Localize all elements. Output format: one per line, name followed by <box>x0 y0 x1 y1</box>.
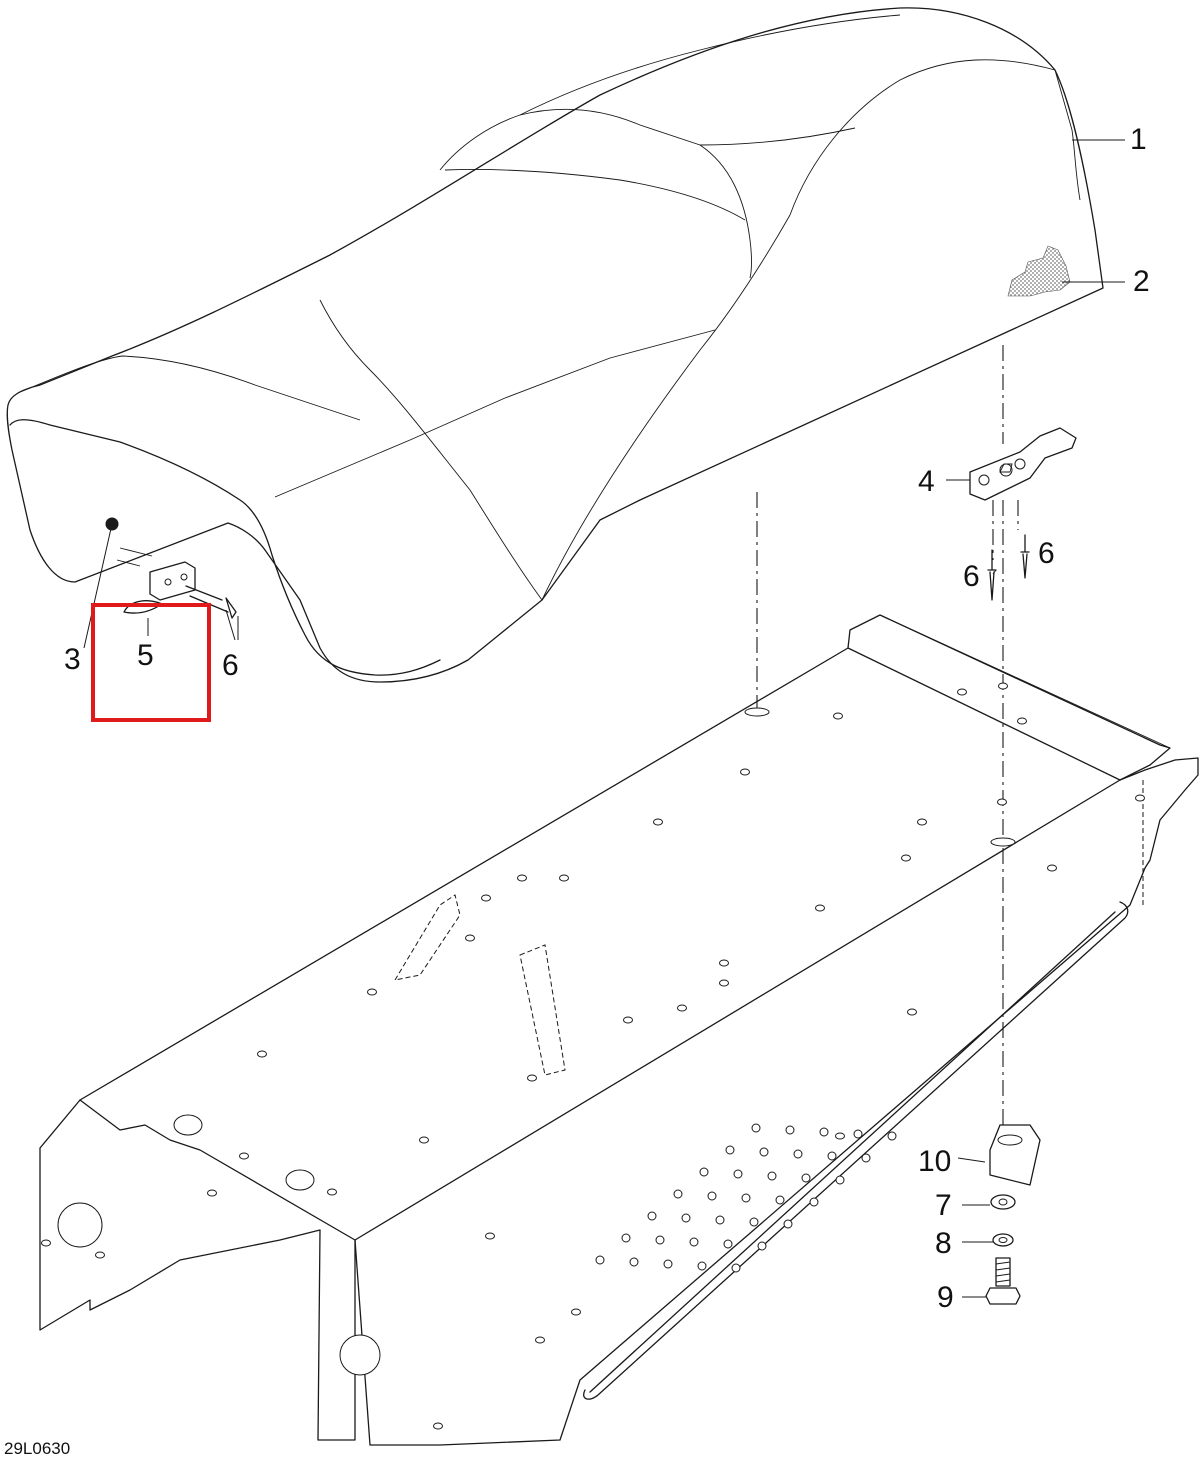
deck-hole <box>653 818 663 826</box>
deck-hole <box>815 904 825 912</box>
perforation <box>783 1219 793 1229</box>
deck-hole <box>257 1050 267 1058</box>
anti-slip-patch <box>1007 245 1071 297</box>
deck-hole <box>465 934 475 942</box>
deck-hole <box>833 712 843 720</box>
perforation <box>733 1169 743 1179</box>
perforation <box>621 1233 631 1243</box>
deck-hole <box>907 1008 917 1016</box>
perforation <box>681 1213 691 1223</box>
perforation <box>767 1171 777 1181</box>
deck-hole <box>719 979 729 987</box>
perforation <box>725 1145 735 1155</box>
deck-hole <box>1135 794 1145 802</box>
perforation <box>785 1125 795 1135</box>
perforation <box>887 1131 897 1141</box>
deck-hole <box>835 1132 845 1140</box>
deck-hole <box>957 688 967 696</box>
deck-hole <box>998 682 1008 690</box>
perforation <box>699 1167 709 1177</box>
deck-hole <box>485 1232 495 1240</box>
callout-4: 4 <box>918 465 935 498</box>
perforation <box>723 1239 733 1249</box>
callout-3: 3 <box>64 643 81 676</box>
seat-bracket <box>969 427 1077 501</box>
perforation <box>801 1173 811 1183</box>
washer <box>990 1194 1016 1210</box>
deck-hole <box>559 874 569 882</box>
deck-hole <box>207 1189 217 1197</box>
deck-hole <box>517 874 527 882</box>
deck-hole <box>677 1004 687 1012</box>
rivets-right <box>987 534 1030 601</box>
perforation <box>595 1255 605 1265</box>
deck-hole <box>527 1074 537 1082</box>
perforation <box>819 1127 829 1137</box>
deck-hole <box>419 1136 429 1144</box>
callout-6-left: 6 <box>222 649 239 682</box>
lower-bracket <box>989 1124 1041 1186</box>
running-board-perforations <box>595 1123 897 1273</box>
hex-bolt <box>985 1257 1021 1305</box>
deck-hole <box>481 894 491 902</box>
deck-hole <box>917 818 927 826</box>
callout-7: 7 <box>935 1189 952 1222</box>
highlight-box <box>91 603 211 722</box>
deck-hole <box>901 854 911 862</box>
deck-hole <box>1047 864 1057 872</box>
deck-hole <box>433 1422 443 1430</box>
perforation <box>689 1237 699 1247</box>
leader-lines <box>83 139 1125 1298</box>
perforation <box>793 1149 803 1159</box>
deck-hole <box>95 1251 105 1259</box>
perforation <box>757 1241 767 1251</box>
callout-6-bracket-left: 6 <box>963 560 980 593</box>
lock-washer <box>992 1233 1014 1247</box>
perforation <box>749 1217 759 1227</box>
deck-hole <box>719 959 729 967</box>
callout-5: 5 <box>137 639 154 672</box>
perforation <box>707 1191 717 1201</box>
deck-holes <box>41 682 1145 1430</box>
perforation <box>629 1257 639 1267</box>
perforation <box>697 1261 707 1271</box>
deck-hole <box>535 1336 545 1344</box>
drawing-reference: 29L0630 <box>4 1439 70 1458</box>
callout-10: 10 <box>918 1145 951 1178</box>
deck-hole <box>1017 717 1027 725</box>
perforation <box>759 1147 769 1157</box>
deck-hole <box>740 768 750 776</box>
perforation <box>647 1211 657 1221</box>
perforation <box>775 1195 785 1205</box>
callout-2: 2 <box>1133 265 1150 298</box>
callout-9: 9 <box>937 1281 954 1314</box>
seat-assembly <box>6 7 1104 683</box>
perforation <box>835 1175 845 1185</box>
perforation <box>715 1215 725 1225</box>
perforation <box>827 1151 837 1161</box>
perforation <box>861 1153 871 1163</box>
perforation <box>751 1123 761 1133</box>
deck-hole <box>327 1188 337 1196</box>
deck-hole <box>623 1016 633 1024</box>
perforation <box>741 1193 751 1203</box>
callout-6-bracket-right: 6 <box>1038 537 1055 570</box>
perforation <box>853 1129 863 1139</box>
deck-hole <box>571 1308 581 1316</box>
perforation <box>663 1259 673 1269</box>
tunnel-frame <box>39 614 1199 1446</box>
callout-1: 1 <box>1130 123 1147 156</box>
deck-hole <box>367 988 377 996</box>
perforation <box>673 1189 683 1199</box>
deck-hole <box>239 1152 249 1160</box>
callout-8: 8 <box>935 1227 952 1260</box>
perforation <box>655 1235 665 1245</box>
perforation <box>731 1263 741 1273</box>
deck-hole <box>41 1239 51 1247</box>
deck-hole <box>997 798 1007 806</box>
perforation <box>809 1197 819 1207</box>
